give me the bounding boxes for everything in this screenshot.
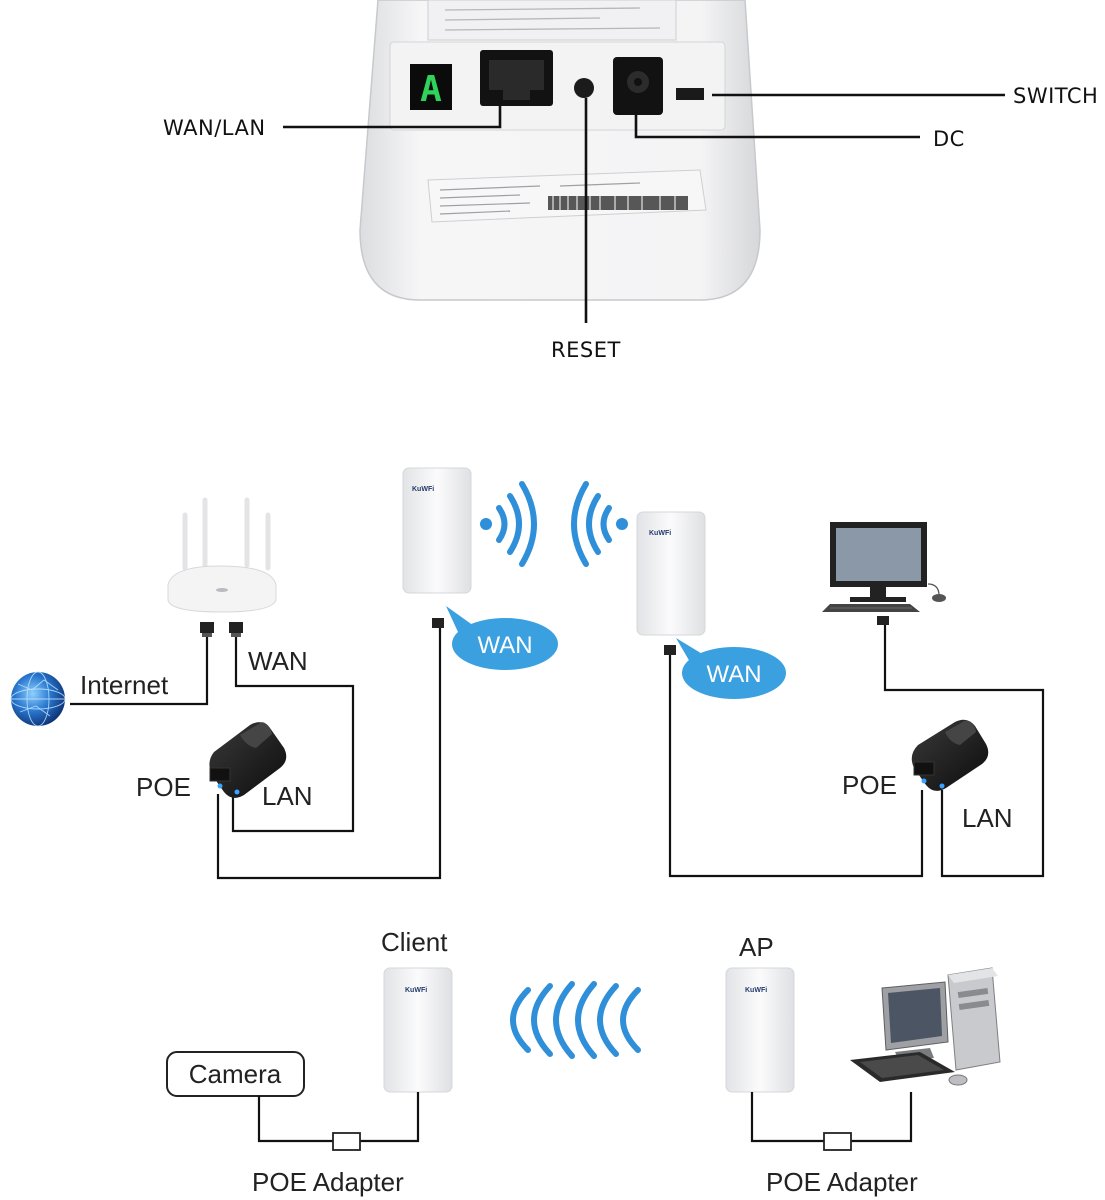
right-poe-label: POE — [842, 770, 897, 800]
ap-label: AP — [739, 932, 774, 962]
right-poe-wire — [668, 655, 924, 878]
reset-label: RESET — [551, 338, 621, 362]
left-wan-bubble-label: WAN — [477, 632, 532, 659]
internet-globe-icon — [10, 671, 66, 727]
segment-display — [410, 64, 452, 110]
wifi-signal-left-icon — [480, 481, 537, 567]
right-lan-label: LAN — [962, 803, 1013, 833]
right-unit-brand: KuWFi — [649, 530, 671, 537]
dc-label: DC — [933, 127, 965, 151]
right-poe-adapter-icon — [823, 1132, 852, 1151]
camera-box: Camera — [166, 1051, 305, 1097]
client-ap-diagram: Client AP KuWFi KuWFi Camera — [166, 927, 1001, 1197]
internet-wire — [70, 637, 209, 706]
left-poe-adapter-icon — [332, 1132, 361, 1151]
ap-unit-brand: KuWFi — [745, 987, 767, 994]
reset-hole — [574, 78, 594, 98]
left-poe-wire — [216, 628, 442, 880]
dc-callout — [634, 112, 920, 139]
router-wan-wire — [231, 637, 355, 833]
internet-label: Internet — [80, 670, 169, 700]
left-poe-adapter-label: POE Adapter — [252, 1167, 404, 1197]
power-switch — [676, 88, 704, 100]
left-wan-bubble: WAN — [446, 606, 558, 670]
ap-unit: KuWFi — [725, 967, 795, 1093]
wan-lan-callout — [283, 100, 502, 129]
wireless-link-icon — [510, 981, 641, 1059]
left-poe-label: POE — [136, 772, 191, 802]
computer-icon — [822, 522, 946, 625]
client-unit: KuWFi — [383, 967, 453, 1093]
segment-digit: A — [420, 69, 442, 110]
wifi-signal-right-icon — [571, 481, 628, 567]
left-adapter-wire — [257, 1096, 333, 1143]
camera-label: Camera — [189, 1059, 282, 1089]
right-bridge-unit: KuWFi — [636, 511, 706, 655]
client-label: Client — [381, 927, 448, 957]
router-port-connectors — [200, 622, 243, 637]
router-icon — [167, 497, 277, 613]
ptp-diagram: KuWFi KuWFi WAN — [10, 467, 1045, 880]
right-adapter-wire-b — [851, 1092, 913, 1143]
left-unit-brand: KuWFi — [412, 486, 434, 493]
device-panel: A — [163, 0, 1098, 362]
right-poe-injector-icon — [911, 719, 989, 791]
desktop-pc-icon — [850, 967, 1001, 1086]
left-poe-injector-icon — [209, 722, 287, 798]
switch-label: SWITCH — [1013, 84, 1098, 108]
computer-lan-wire — [883, 625, 1045, 878]
right-adapter-wire — [750, 1092, 824, 1143]
left-bridge-unit: KuWFi — [402, 467, 472, 628]
right-poe-adapter-label: POE Adapter — [766, 1167, 918, 1197]
right-wan-bubble: WAN — [676, 638, 786, 699]
wan-lan-label: WAN/LAN — [163, 116, 266, 140]
left-lan-label: LAN — [262, 781, 313, 811]
router-wan-label: WAN — [248, 646, 308, 676]
left-adapter-wire-b — [360, 1092, 420, 1143]
client-unit-brand: KuWFi — [405, 987, 427, 994]
right-wan-bubble-label: WAN — [706, 661, 761, 688]
